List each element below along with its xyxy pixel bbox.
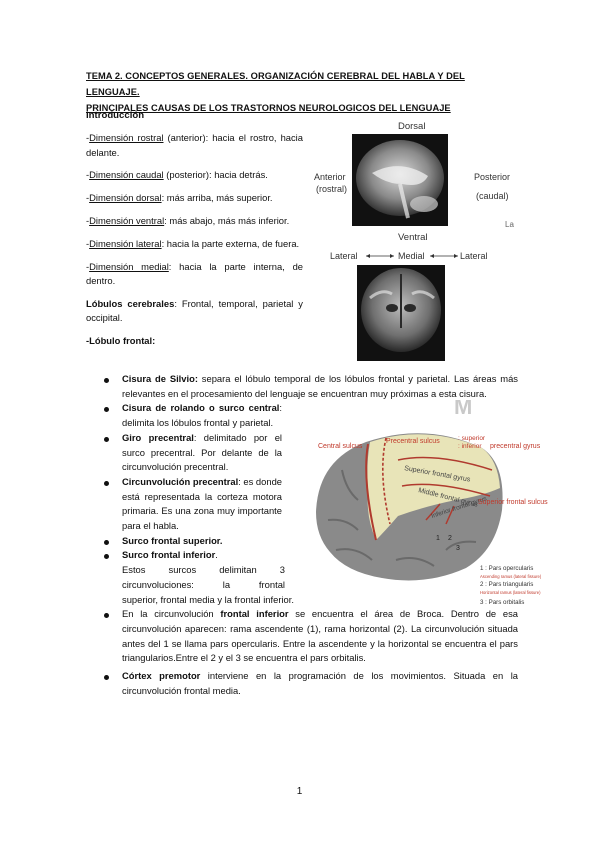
dimension-lateral: -Dimensión lateral: hacia la parte exter… — [86, 237, 300, 249]
bullet-cisura-silvio: Cisura de Silvio: separa el lóbulo tempo… — [100, 372, 518, 401]
dimension-rostral: -Dimensión rostral (anterior): hacia el … — [86, 132, 303, 158]
label-anterior: Anterior — [314, 172, 346, 182]
frontal-lobe-highlight — [367, 434, 500, 540]
dimension-medial: -Dimensión medial: hacia la parte intern… — [86, 260, 303, 287]
surco-inferior-continuation-2: superior, frontal media y la frontal inf… — [122, 593, 294, 605]
page-number: 1 — [296, 786, 303, 797]
label-ventral: Ventral — [398, 232, 428, 243]
title-line-2: PRINCIPALES CAUSAS DE LOS TRASTORNOS NEU… — [86, 103, 451, 113]
label-medial: Medial — [398, 251, 425, 261]
svg-text:3 : Pars orbitalis: 3 : Pars orbitalis — [480, 599, 524, 606]
svg-text:1 : Pars opercularis: 1 : Pars opercularis — [480, 565, 533, 572]
svg-text:1: 1 — [436, 535, 440, 542]
dimension-dorsal: -Dimensión dorsal: más arriba, más super… — [86, 192, 273, 204]
dimension-ventral: -Dimensión ventral: más abajo, más más i… — [86, 214, 290, 226]
surco-inferior-continuation: Estos surcos delimitan 3 circunvolucione… — [122, 564, 285, 590]
label-central-sulcus: Central sulcus — [318, 443, 363, 450]
svg-text:: inferior: : inferior — [458, 443, 482, 450]
bullet-circunvolucion-precentral: Circunvolución precentral: es donde está… — [100, 475, 282, 534]
bullet-surco-frontal-inferior: Surco frontal inferior. — [100, 548, 518, 563]
label-caudal: (caudal) — [476, 191, 509, 201]
bullet-cortex-premotor: Córtex premotor interviene en la program… — [100, 669, 518, 698]
svg-text:M: M — [454, 400, 472, 419]
bullet-surco-frontal-superior: Surco frontal superior. — [100, 534, 518, 549]
mri-orientation-figure: Dorsal Anterior (rostral) Posterior (cau… — [314, 121, 514, 361]
lateral-brain-figure: M Central sulcus Precentral sulcus : sup… — [316, 400, 548, 606]
lobulos-cerebrales: Lóbulos cerebrales: Frontal, temporal, p… — [86, 297, 303, 324]
label-lateral-right: Lateral — [460, 251, 488, 261]
frontal-heading: -Lóbulo frontal: — [86, 335, 156, 347]
document-title: TEMA 2. CONCEPTOS GENERALES. ORGANIZACIÓ… — [86, 68, 516, 116]
label-precentral-sulcus: Precentral sulcus — [386, 438, 440, 445]
label-posterior: Posterior — [474, 172, 510, 182]
svg-text:2: 2 — [448, 535, 452, 542]
svg-text:Ascending ramus (lateral fissu: Ascending ramus (lateral fissure) — [480, 574, 542, 579]
label-sup-frontal-sulcus: Superior frontal sulcus — [478, 499, 548, 506]
pars-legend: 1 : Pars opercularis Ascending ramus (la… — [480, 565, 542, 606]
bullet-cisura-rolando: Cisura de rolando o surco central: delim… — [100, 401, 282, 430]
label-precentral-gyrus: precentral gyrus — [490, 443, 541, 450]
label-lateral-left: Lateral — [330, 251, 358, 261]
bullet-giro-precentral: Giro precentral: delimitado por el surco… — [100, 431, 282, 475]
bullet-broca: En la circunvolución frontal inferior se… — [100, 607, 518, 666]
label-rostral: (rostral) — [316, 184, 347, 194]
svg-text:3: 3 — [456, 545, 460, 552]
label-dorsal: Dorsal — [398, 121, 425, 132]
svg-text:2 : Pars triangularis: 2 : Pars triangularis — [480, 581, 533, 588]
label-edge: La — [505, 220, 514, 229]
intro-section: -Dimensión rostral (anterior): hacia el … — [86, 131, 303, 357]
frontal-lobe-bullets: Cisura de Silvio: separa el lóbulo tempo… — [100, 372, 518, 698]
central-sulcus-line — [365, 443, 377, 541]
svg-text:: superior: : superior — [458, 435, 486, 442]
svg-text:Horizontal ramus (lateral fiss: Horizontal ramus (lateral fissure) — [480, 590, 541, 595]
intro-heading: Introducción — [86, 110, 145, 121]
dimension-caudal: -Dimensión caudal (posterior): hacia det… — [86, 169, 268, 181]
title-line-1: TEMA 2. CONCEPTOS GENERALES. ORGANIZACIÓ… — [86, 71, 465, 97]
